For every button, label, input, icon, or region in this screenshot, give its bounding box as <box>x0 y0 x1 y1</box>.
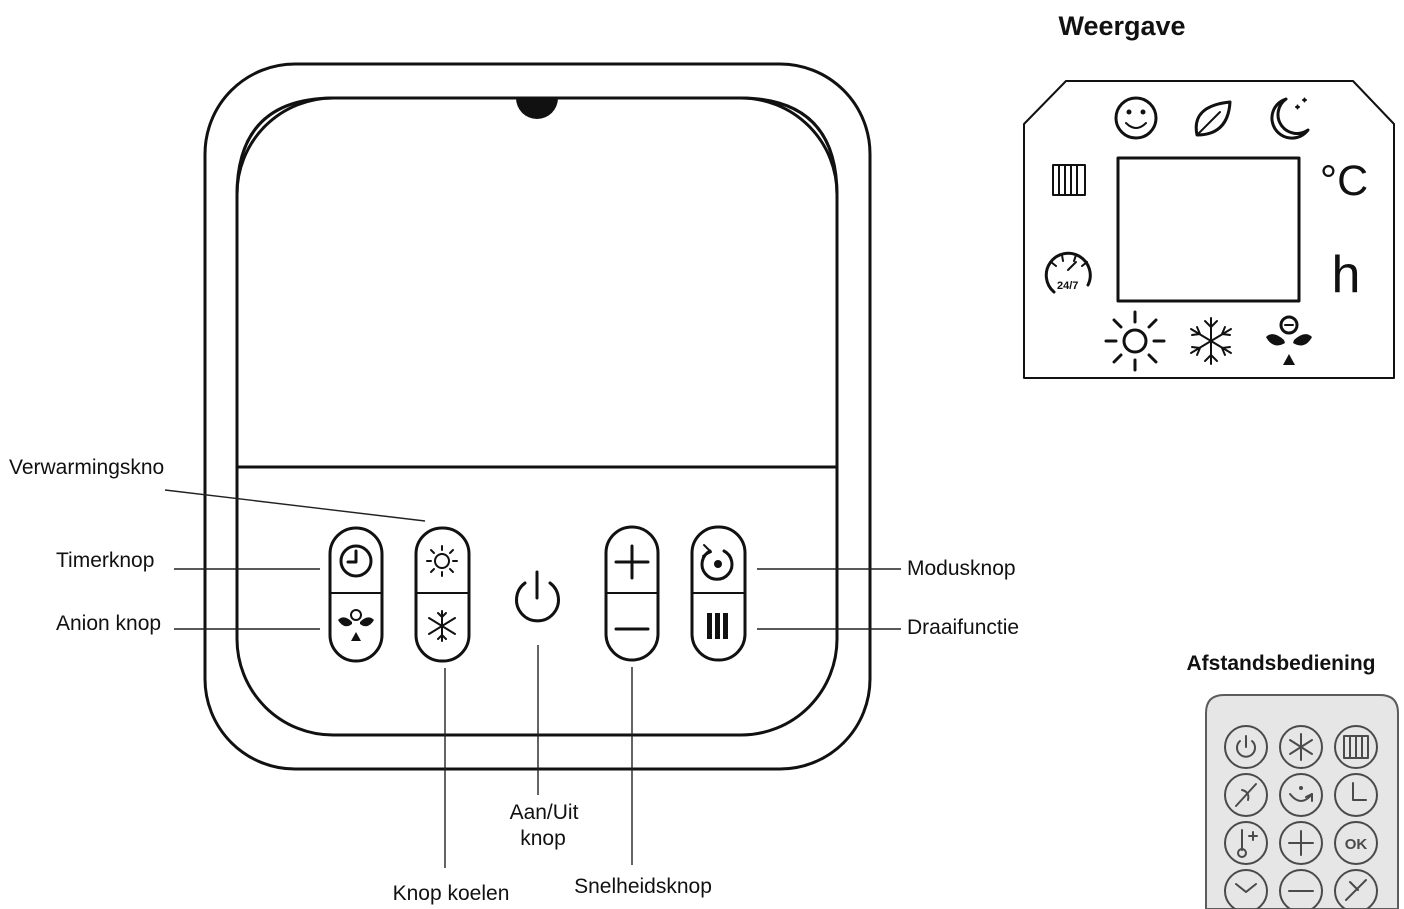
celsius-unit: °C <box>1320 157 1368 205</box>
clock-icon <box>339 544 373 578</box>
remote-24-7-button[interactable] <box>1334 869 1378 909</box>
remote-clock-button[interactable] <box>1224 869 1268 909</box>
mode-callout-label: Modusknop <box>907 557 1016 580</box>
remote-ok-label: OK <box>1345 836 1368 853</box>
fan-off-icon <box>1235 783 1257 807</box>
power-button[interactable] <box>515 570 560 623</box>
remote-power-button[interactable] <box>1224 725 1268 769</box>
sun-icon <box>426 545 458 577</box>
snowflake-icon <box>1190 317 1232 365</box>
thermometer-plus-icon <box>1237 829 1258 858</box>
display-outline <box>1023 80 1395 379</box>
clock-icon <box>1235 883 1257 893</box>
anion-callout-label: Anion knop <box>56 612 161 635</box>
snowflake-icon <box>1289 733 1313 761</box>
sun-icon <box>1104 310 1166 372</box>
plus-icon <box>614 544 650 580</box>
power-icon <box>1236 735 1256 758</box>
remote-ok-button[interactable] <box>1334 821 1378 865</box>
timer-anion-pill <box>328 526 384 663</box>
mode-cycle-icon <box>700 544 734 581</box>
radiator-icon <box>1052 164 1086 196</box>
power-callout-label-line2: knop <box>520 827 566 850</box>
hours-unit: h <box>1332 246 1361 304</box>
remote-heating-button[interactable] <box>1334 725 1378 769</box>
speed-button-group <box>604 525 660 662</box>
remote-swing-button[interactable] <box>1279 773 1323 817</box>
snowflake-icon <box>428 610 456 642</box>
mode-swing-button-group <box>690 525 747 662</box>
panel-inner-frame <box>235 96 839 737</box>
display-panel: 24/7 °C h <box>1023 80 1395 379</box>
plus-icon <box>1288 830 1314 856</box>
anion-icon <box>1266 315 1312 365</box>
radiator-icon <box>1343 735 1369 759</box>
remote-body <box>1205 694 1399 909</box>
timer-anion-button-group <box>328 526 384 663</box>
display-digit-area <box>1116 156 1301 303</box>
smiley-icon <box>1114 96 1158 140</box>
heating-callout-line <box>164 489 426 522</box>
panel-sensor-notch <box>516 98 558 119</box>
heating-callout-label: Verwarmingskno <box>9 456 164 479</box>
remote-timer-button[interactable] <box>1334 773 1378 817</box>
anion-button[interactable] <box>338 609 374 641</box>
remote-temp-button[interactable] <box>1224 821 1268 865</box>
leaf-icon <box>1194 100 1232 137</box>
cooling-callout-label: Knop koelen <box>393 882 510 905</box>
timer-icon <box>1352 782 1367 801</box>
speed-callout-label: Snelheidsknop <box>574 875 712 898</box>
swing-button[interactable] <box>707 613 728 639</box>
speed-plus-button[interactable] <box>614 544 650 580</box>
remote-cooling-button[interactable] <box>1279 725 1323 769</box>
power-icon <box>515 570 560 623</box>
cooling-button[interactable] <box>428 610 456 642</box>
timer-button[interactable] <box>339 544 373 578</box>
24-7-icon <box>1345 879 1367 901</box>
remote-fan-off-button[interactable] <box>1224 773 1268 817</box>
moon-stars-icon <box>1270 97 1310 140</box>
power-callout-label-line1: Aan/Uit <box>510 801 579 824</box>
heat-cool-pill <box>414 526 471 663</box>
remote-plus-button[interactable] <box>1279 821 1323 865</box>
heat-cool-button-group <box>414 526 471 663</box>
callout-lines <box>164 489 901 868</box>
remote-control: OK <box>1205 694 1399 909</box>
remote-minus-button[interactable] <box>1279 869 1323 909</box>
panel-screen-area <box>235 96 839 469</box>
anion-icon <box>338 609 374 641</box>
swing-callout-label: Draaifunctie <box>907 616 1019 639</box>
timer-callout-label: Timerknop <box>56 549 154 572</box>
timer-24-7-icon: 24/7 <box>1044 251 1092 294</box>
remote-title: Afstandsbediening <box>1186 652 1375 675</box>
badge-24-7: 24/7 <box>1057 280 1078 292</box>
display-title: Weergave <box>1058 11 1185 41</box>
swing-bars-icon <box>707 613 728 639</box>
swing-icon <box>1289 786 1313 802</box>
mode-button[interactable] <box>700 544 734 581</box>
heating-button[interactable] <box>426 545 458 577</box>
